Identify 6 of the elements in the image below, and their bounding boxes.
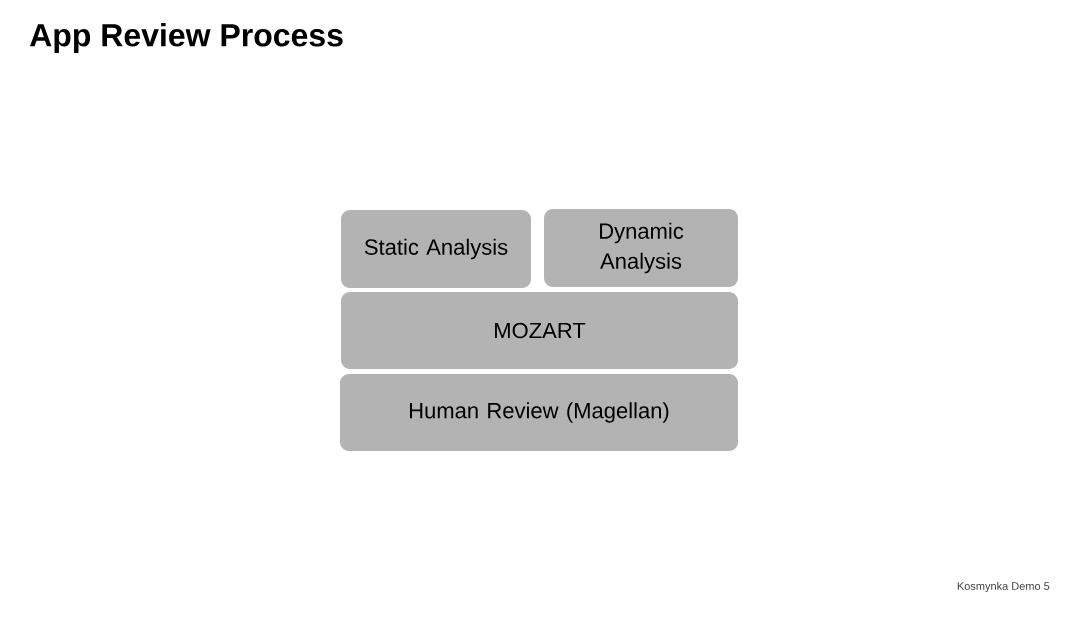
footer-note: Kosmynka Demo 5 [957,581,1050,593]
slide-title: App Review Process [30,23,343,53]
process-box: Dynamic Analysis [544,209,738,287]
process-box: Static Analysis [341,210,531,288]
process-box: MOZART [341,292,738,369]
process-box: Human Review (Magellan) [340,374,738,451]
